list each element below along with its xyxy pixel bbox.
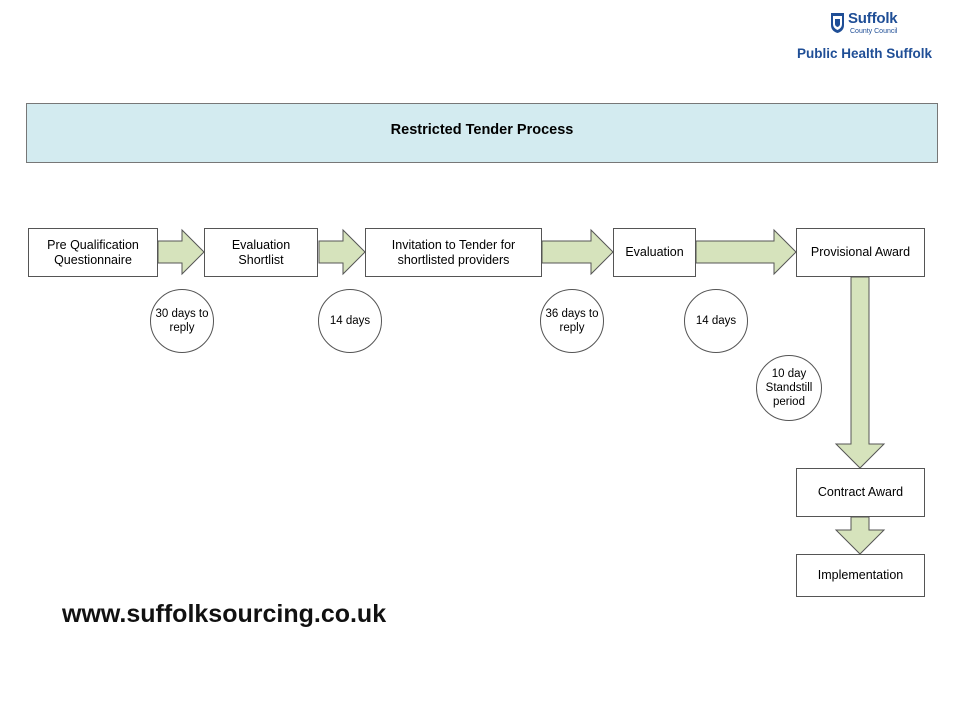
step-implementation: Implementation bbox=[796, 554, 925, 597]
step-invitation-to-tender: Invitation to Tender for shortlisted pro… bbox=[365, 228, 542, 277]
step-label: Implementation bbox=[817, 568, 904, 582]
diagram-title: Restricted Tender Process bbox=[390, 122, 574, 138]
step-label: Provisional Award bbox=[810, 245, 911, 259]
step-evaluation-shortlist: Evaluation Shortlist bbox=[204, 228, 318, 277]
step-label: Evaluation Shortlist bbox=[231, 237, 291, 267]
shield-icon bbox=[831, 13, 844, 33]
step-pre-qualification: Pre Qualification Questionnaire bbox=[28, 228, 158, 277]
step-provisional-award: Provisional Award bbox=[796, 228, 925, 277]
duration-label: 36 days to reply bbox=[545, 308, 599, 334]
step-contract-award: Contract Award bbox=[796, 468, 925, 517]
department-name: Public Health Suffolk bbox=[797, 46, 933, 61]
title-banner: Restricted Tender Process bbox=[26, 103, 938, 163]
duration-label: 14 days bbox=[695, 315, 737, 327]
arrow-provisional-to-contract bbox=[834, 276, 886, 469]
arrow-evaluation-to-provisional bbox=[695, 228, 797, 276]
logo-subtitle: County Council bbox=[850, 28, 898, 35]
duration-30-days: 30 days to reply bbox=[150, 289, 214, 353]
arrow-contract-to-implementation bbox=[834, 516, 886, 555]
step-label: Invitation to Tender for shortlisted pro… bbox=[391, 237, 516, 267]
step-label: Contract Award bbox=[817, 485, 904, 499]
duration-14-days-a: 14 days bbox=[318, 289, 382, 353]
duration-label: 14 days bbox=[329, 315, 371, 327]
step-evaluation: Evaluation bbox=[613, 228, 696, 277]
website-link[interactable]: www.suffolksourcing.co.uk bbox=[62, 600, 387, 628]
arrow-pqq-to-shortlist bbox=[157, 228, 205, 276]
suffolk-logo: Suffolk County Council Public Health Suf… bbox=[790, 8, 950, 68]
duration-standstill: 10 day Standstill period bbox=[756, 355, 822, 421]
logo-name: Suffolk bbox=[848, 10, 898, 27]
duration-label: 30 days to reply bbox=[155, 308, 209, 334]
duration-label: 10 day Standstill period bbox=[765, 368, 813, 408]
arrow-shortlist-to-itt bbox=[318, 228, 366, 276]
arrow-itt-to-evaluation bbox=[541, 228, 614, 276]
step-label: Evaluation bbox=[625, 245, 684, 259]
step-label: Pre Qualification Questionnaire bbox=[47, 237, 139, 267]
duration-36-days: 36 days to reply bbox=[540, 289, 604, 353]
duration-14-days-b: 14 days bbox=[684, 289, 748, 353]
